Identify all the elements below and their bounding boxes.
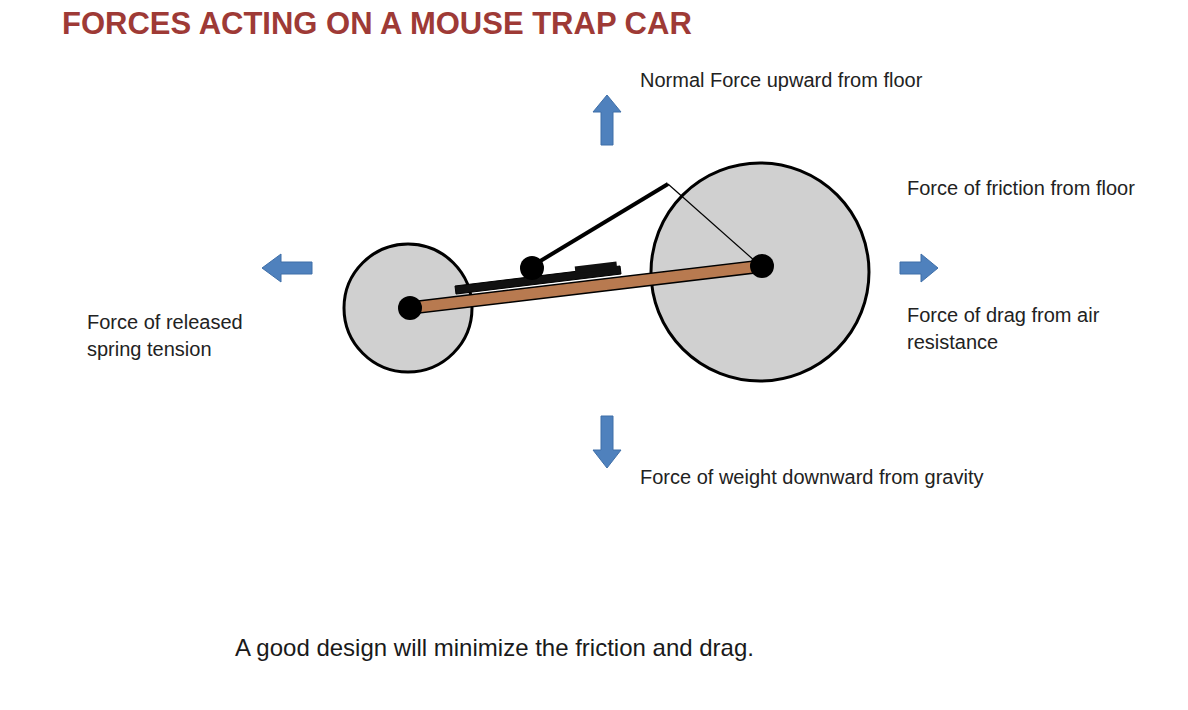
friction-force-label: Force of friction from floor [907, 175, 1135, 202]
lever-arm [532, 184, 668, 266]
rear-axle [398, 296, 422, 320]
diagram-title: FORCES ACTING ON A MOUSE TRAP CAR [62, 6, 692, 42]
pull-string [668, 184, 756, 262]
trap-catch [575, 261, 618, 273]
diagram-caption: A good design will minimize the friction… [235, 633, 754, 663]
drag-force-label: Force of drag from air resistance [907, 302, 1135, 356]
weight-arrow [593, 416, 621, 468]
car [344, 163, 869, 381]
spring-force-arrow [262, 254, 312, 282]
weight-force-label: Force of weight downward from gravity [640, 464, 983, 491]
chassis-rod [410, 260, 763, 314]
front-axle [750, 254, 774, 278]
spring-force-label: Force of released spring tension [87, 309, 277, 363]
normal-force-label: Normal Force upward from floor [640, 67, 922, 94]
lever-pivot [520, 256, 544, 280]
normal-force-arrow [593, 95, 621, 145]
force-arrows [262, 95, 938, 468]
friction-drag-arrow [900, 254, 938, 282]
